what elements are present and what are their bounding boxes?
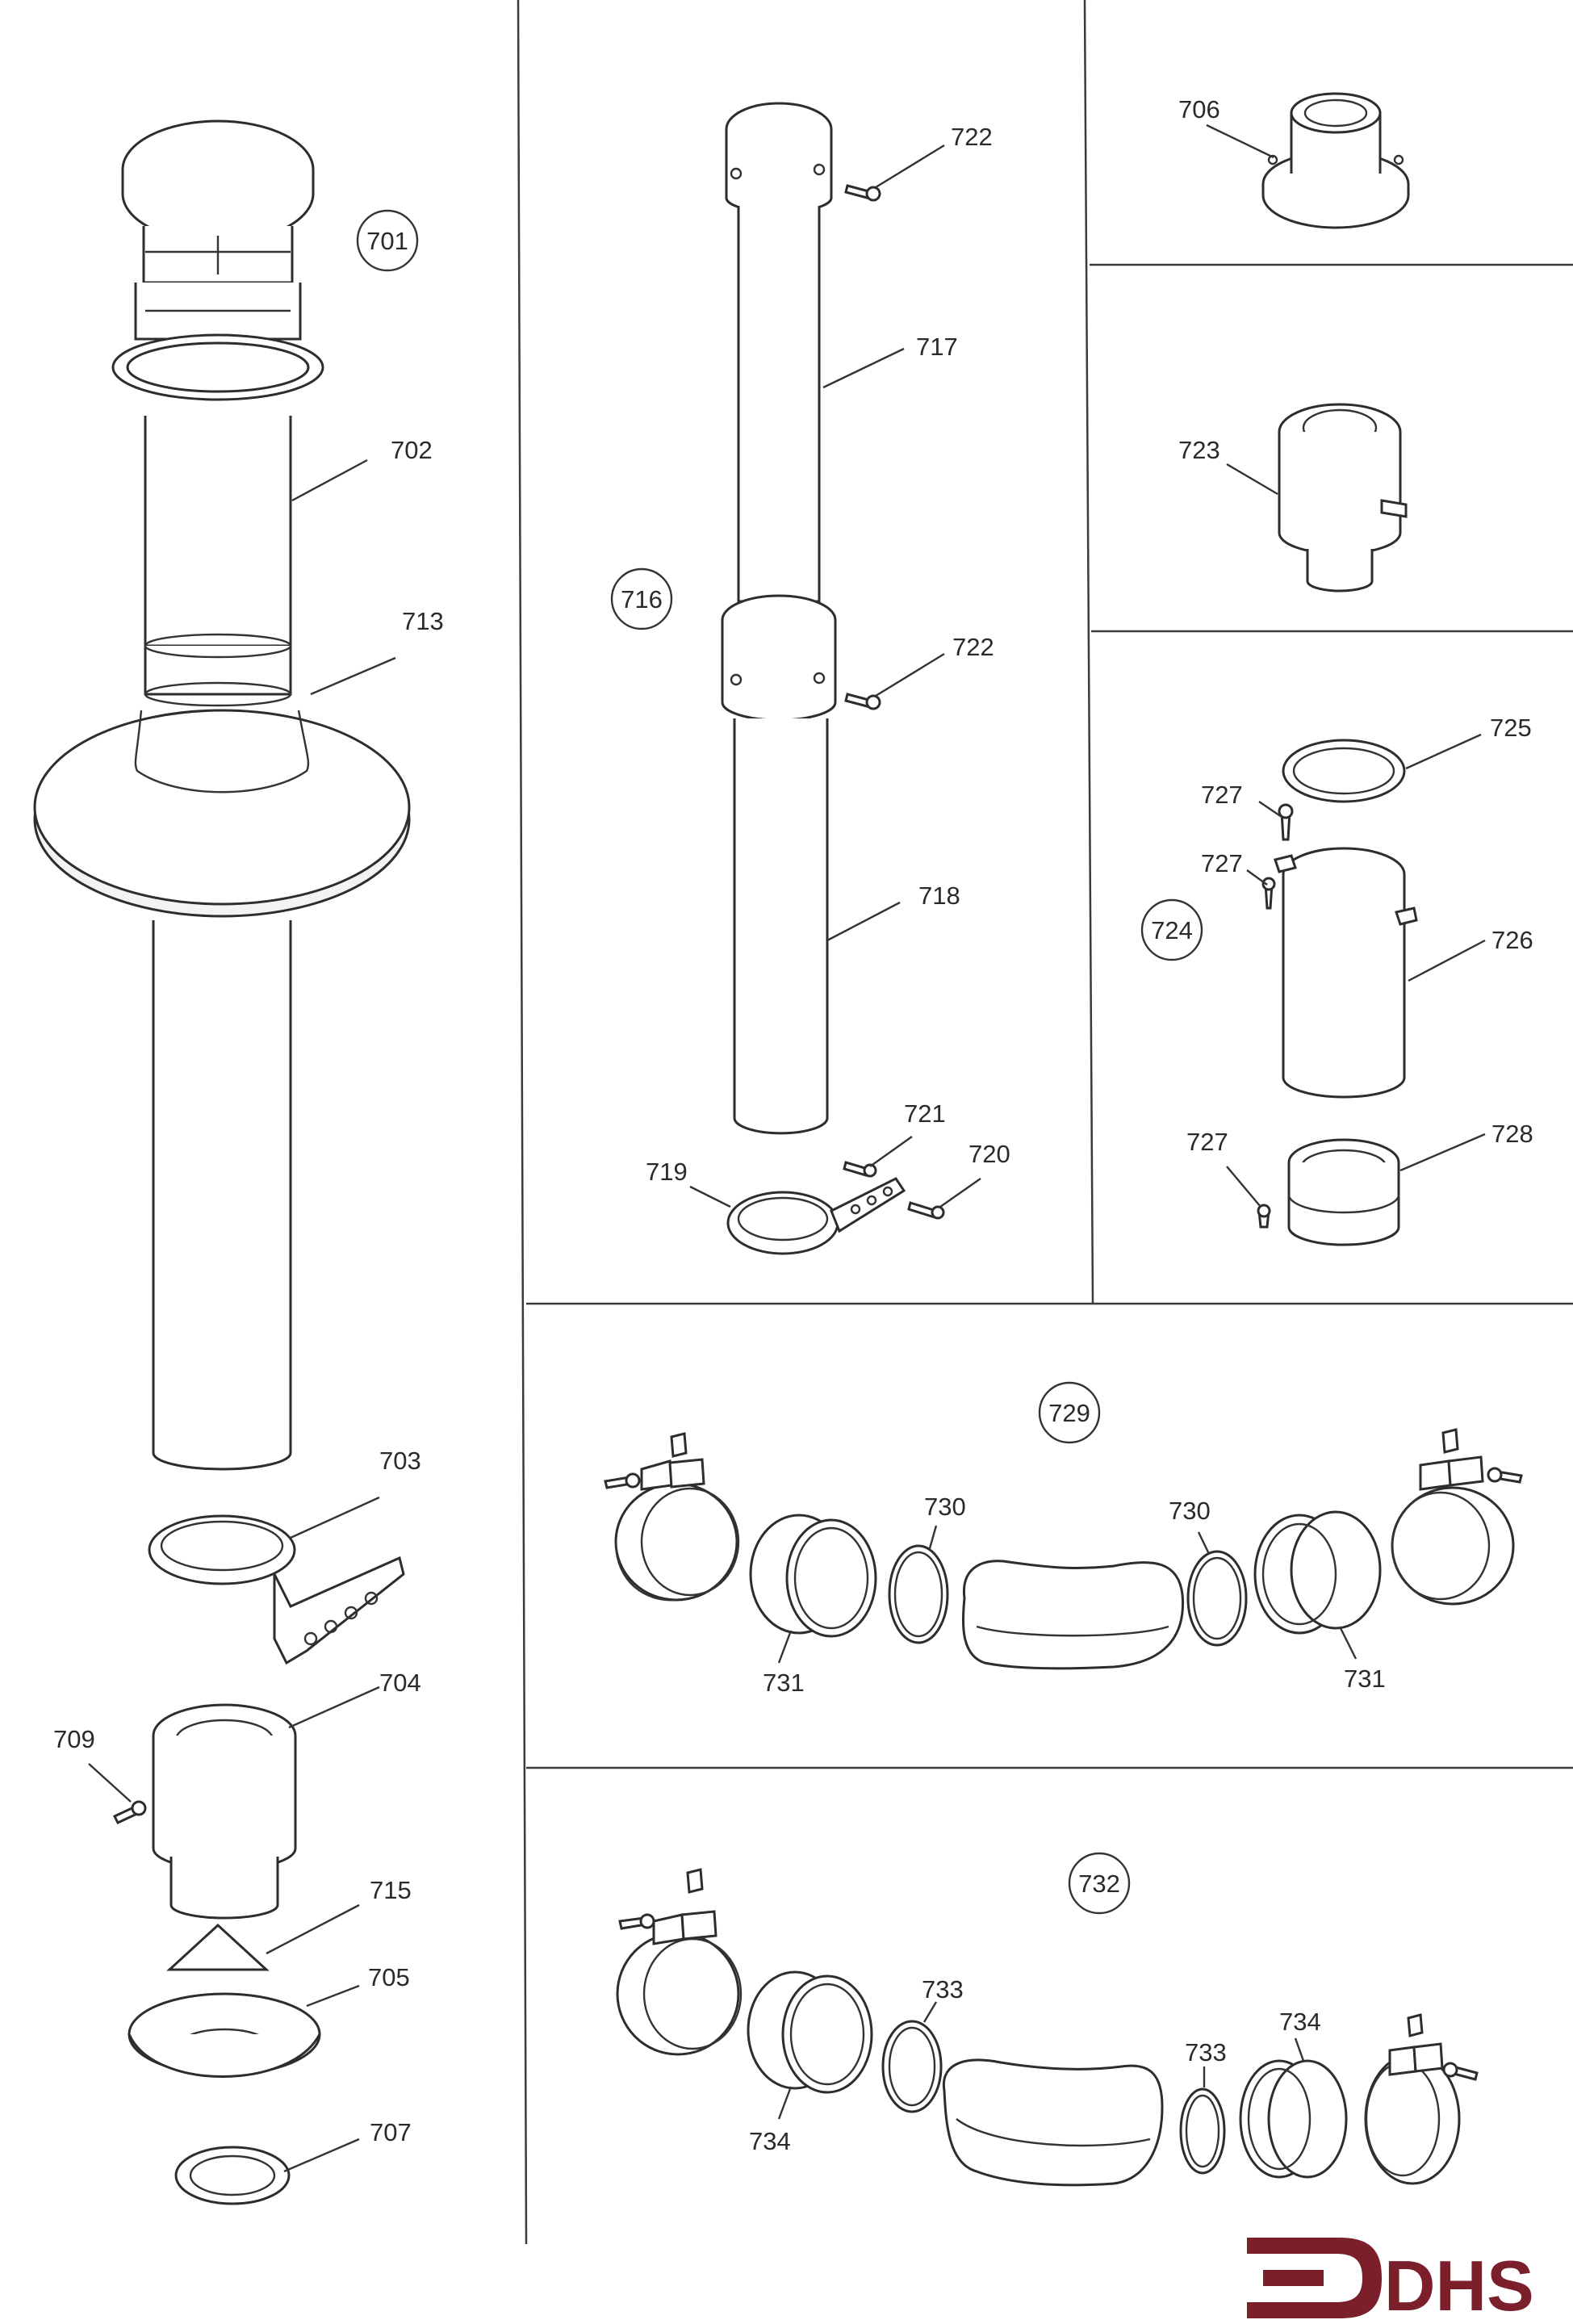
part-733-seal-left — [881, 2020, 943, 2113]
part-731-adaptor-left — [749, 1514, 877, 1638]
callout-706: 706 — [1178, 95, 1220, 124]
part-704-boiler-adaptor — [152, 1703, 297, 1920]
callout-713: 713 — [402, 607, 444, 635]
part-722-collar-top — [725, 102, 833, 214]
callout-705: 705 — [368, 1963, 410, 1991]
assembly-ref-circle — [610, 567, 673, 630]
brand-name: DHS — [1384, 2246, 1534, 2324]
part-731-adaptor-right — [1253, 1510, 1382, 1635]
part-702-outer-pipe — [144, 416, 292, 707]
callout-719: 719 — [646, 1158, 688, 1186]
callout-715: 715 — [370, 1876, 412, 1904]
bend-kit-732-panel: 732 733 733 734 734 — [616, 1852, 1479, 2187]
part-clamp-left-729 — [614, 1432, 740, 1602]
callout-709: 709 — [53, 1725, 95, 1753]
part-screw-right-729 — [1487, 1467, 1523, 1484]
part-705-collar — [128, 1992, 321, 2078]
part-725-clamp-ring — [1282, 739, 1406, 803]
part-718-pipe — [733, 718, 829, 1135]
part-722-screw-joint — [844, 693, 881, 710]
part-726-pipe — [1274, 847, 1418, 1099]
callout-734-right: 734 — [1279, 2008, 1321, 2036]
callout-730-right: 730 — [1169, 1497, 1211, 1525]
callout-720: 720 — [968, 1140, 1010, 1168]
assembly-ref-circle — [356, 209, 419, 272]
dhs-arrow-logo-icon — [1247, 2238, 1382, 2318]
part-733-seal-right — [1179, 2087, 1226, 2175]
part-720-screw — [907, 1201, 945, 1220]
callout-727-upper: 727 — [1201, 781, 1243, 809]
part-734-adaptor-left — [747, 1970, 873, 2094]
adaptor-723-panel: 723 — [1178, 403, 1408, 593]
part-727-screw-lower — [1257, 1204, 1271, 1229]
part-bend-732 — [942, 2058, 1164, 2187]
part-727-screw-upper — [1278, 803, 1294, 841]
assembly-ref-701: 701 — [366, 227, 408, 255]
dhs-logo: DHS — [1247, 2238, 1534, 2324]
part-730-seal-left — [888, 1544, 949, 1644]
assembly-ref-circle — [1140, 898, 1203, 961]
panel-dividers — [517, 0, 1573, 2245]
callout-707: 707 — [370, 2118, 412, 2146]
terminal-kit-panel: 701 702 713 703 704 709 715 705 707 — [33, 119, 444, 2205]
callout-718: 718 — [918, 881, 960, 910]
callout-728: 728 — [1491, 1120, 1533, 1148]
assembly-ref-circle — [1038, 1381, 1101, 1444]
extension-kit-724-panel: 724 725 727 727 726 727 728 — [1140, 714, 1533, 1246]
part-722-joint-collar — [721, 594, 837, 722]
part-713-roof-flashing — [33, 709, 411, 918]
part-723-adaptor — [1278, 403, 1408, 593]
part-706-wall-plate — [1261, 92, 1410, 229]
part-719-pipe-clip — [726, 1177, 906, 1255]
part-clamp-right-729 — [1391, 1428, 1515, 1606]
part-clamp-left-732 — [616, 1868, 743, 2056]
callout-721: 721 — [904, 1099, 946, 1128]
callout-722-top: 722 — [951, 123, 993, 151]
part-bend-729 — [961, 1560, 1185, 1670]
callout-725: 725 — [1490, 714, 1532, 742]
callout-727-lower: 727 — [1186, 1128, 1228, 1156]
callout-733-right: 733 — [1185, 2038, 1227, 2066]
part-screw-left-732 — [618, 1913, 655, 1930]
callout-731-left: 731 — [763, 1669, 805, 1697]
part-703-pipe-bracket — [148, 1514, 405, 1665]
part-734-adaptor-right — [1239, 2059, 1348, 2179]
callout-734-left: 734 — [749, 2127, 791, 2155]
assembly-ref-716: 716 — [621, 585, 663, 613]
callout-723: 723 — [1178, 436, 1220, 464]
part-722-screw-top — [844, 184, 881, 202]
callout-727-mid: 727 — [1201, 849, 1243, 877]
part-702-lower-pipe — [152, 920, 292, 1471]
bend-kit-729-panel: 729 730 730 731 731 — [604, 1381, 1523, 1697]
part-screw-right-732 — [1442, 2062, 1479, 2081]
callout-704: 704 — [379, 1669, 421, 1697]
part-707-seal — [174, 2146, 291, 2205]
part-clamp-right-732 — [1364, 2013, 1461, 2185]
adaptor-706-panel: 706 — [1178, 92, 1410, 229]
callout-731-right: 731 — [1344, 1664, 1386, 1693]
callout-733-left: 733 — [922, 1975, 964, 2004]
part-721-screw — [843, 1161, 877, 1178]
part-screw-left-729 — [604, 1472, 641, 1489]
part-709-screw — [112, 1800, 147, 1824]
callout-726: 726 — [1491, 926, 1533, 954]
assembly-ref-724: 724 — [1151, 916, 1193, 944]
callout-722-joint: 722 — [952, 633, 994, 661]
part-727-screw-mid — [1261, 877, 1276, 910]
assembly-ref-circle — [1068, 1852, 1131, 1915]
callout-702: 702 — [391, 436, 433, 464]
part-728-adaptor-ring — [1287, 1138, 1400, 1246]
callout-703: 703 — [379, 1447, 421, 1475]
part-715-spacer — [166, 1923, 270, 1971]
callout-717: 717 — [916, 333, 958, 361]
part-701-terminal-cap — [111, 119, 324, 401]
extension-kit-panel: 716 722 717 722 718 721 720 719 — [610, 102, 1010, 1255]
callout-730-left: 730 — [924, 1493, 966, 1521]
assembly-ref-729: 729 — [1048, 1399, 1090, 1427]
assembly-ref-732: 732 — [1078, 1870, 1120, 1898]
part-717-pipe — [737, 206, 821, 603]
part-730-seal-right — [1186, 1550, 1248, 1647]
